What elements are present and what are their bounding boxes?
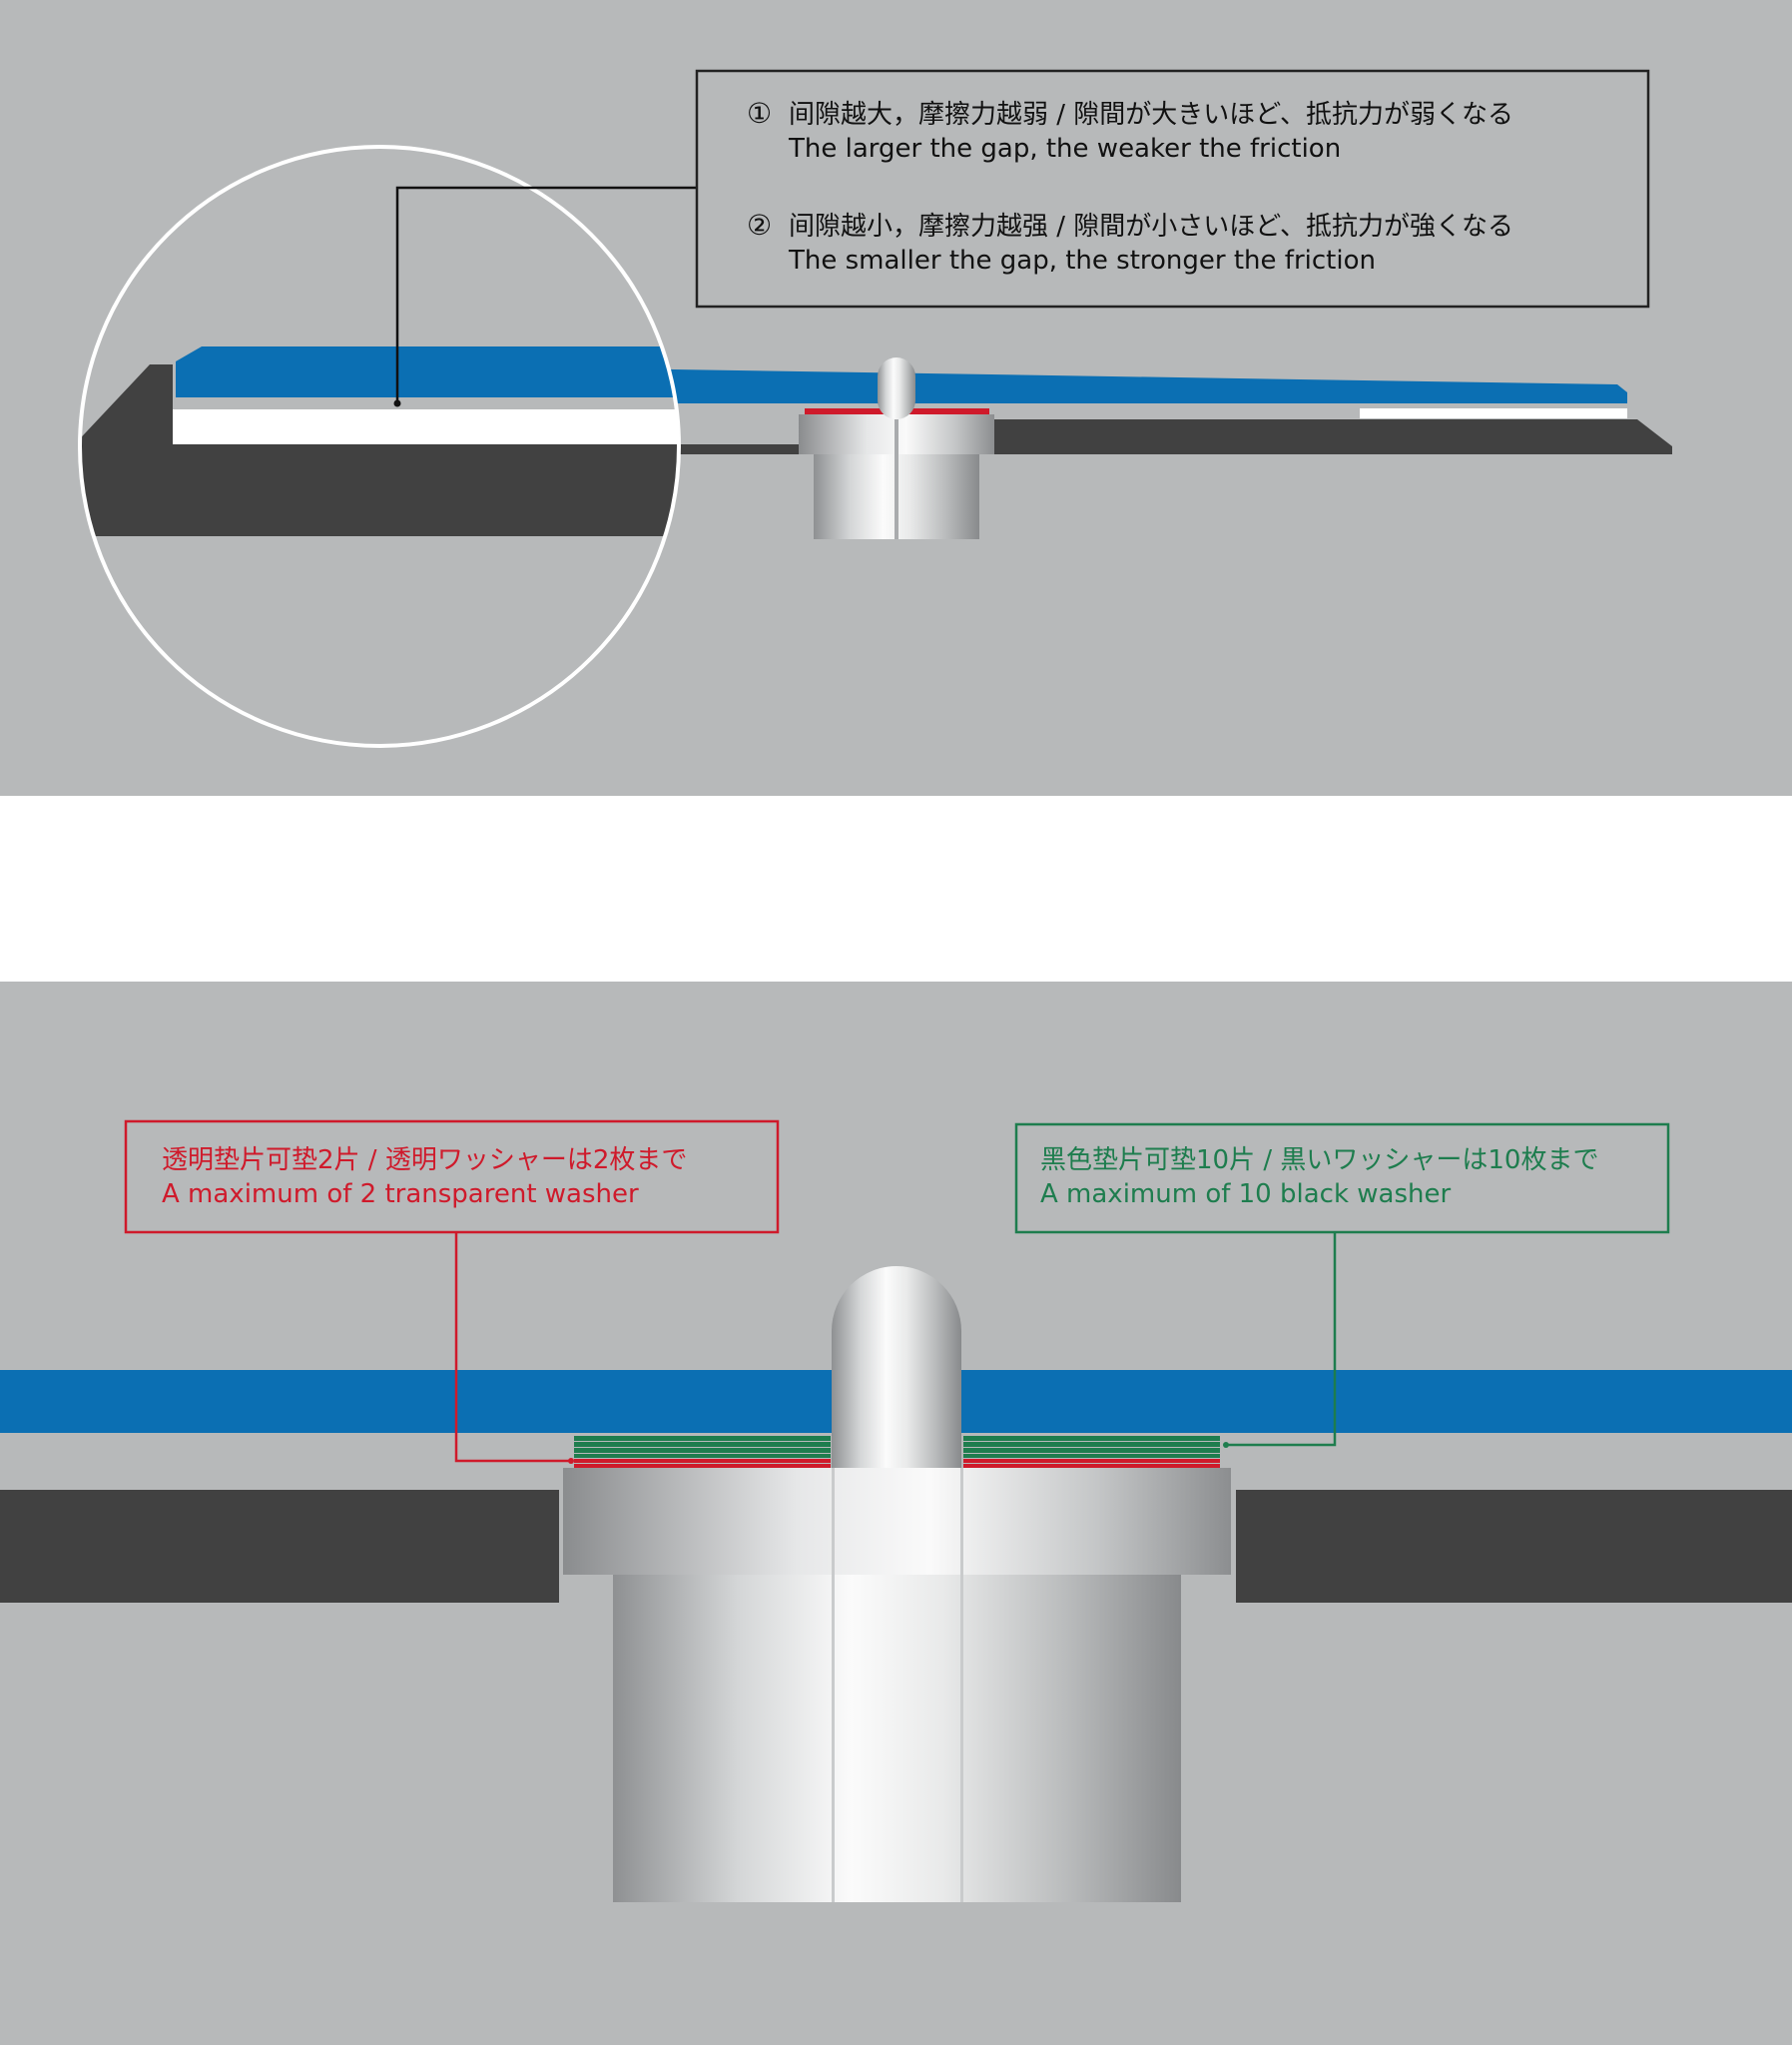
bottom-base-plate-left [0, 1490, 559, 1603]
black-washer-leader-dot [1223, 1442, 1229, 1448]
zoom-circle [78, 145, 681, 748]
bottom-mouse-pad-right [958, 1370, 1792, 1433]
top-shaft-assembly [799, 357, 994, 539]
callout-item2-marker: ② [747, 209, 772, 242]
transparent-washer-callout-box [124, 1119, 780, 1234]
washer-stack-right [963, 1436, 1220, 1468]
zoom-gap-white [173, 409, 679, 444]
transparent-washer-leader-dot [568, 1458, 574, 1464]
callout-item1-cn-jp: 间隙越大，摩擦力越弱 / 隙間が大きいほど、抵抗力が弱くなる [789, 100, 1513, 130]
right-transparent-washer [963, 1459, 1220, 1463]
top-shaft-groove [895, 419, 898, 539]
bottom-shaft-groove-right [960, 1468, 963, 1902]
black-washer-label-en: A maximum of 10 black washer [1040, 1179, 1451, 1209]
zoom-base-plate [80, 364, 679, 536]
bottom-shaft-groove-left [832, 1468, 835, 1902]
washer-stack-left [574, 1436, 831, 1468]
callout-item2-en: The smaller the gap, the stronger the fr… [788, 246, 1376, 276]
bottom-shaft-pin [832, 1266, 961, 1468]
bottom-shaft-flange [563, 1468, 1231, 1575]
black-washer-callout: 黑色垫片可垫10片 / 黒いワッシャーは10枚まで A maximum of 1… [1014, 1122, 1670, 1448]
top-shaft-pin [878, 357, 915, 419]
transparent-washer-label-cn-jp: 透明垫片可垫2片 / 透明ワッシャーは2枚まで [162, 1145, 687, 1175]
top-base-plate [160, 361, 1672, 454]
bottom-mouse-pad-left [0, 1370, 834, 1433]
left-transparent-washer [574, 1459, 831, 1463]
top-leader-dot [393, 399, 401, 407]
transparent-washer-label-en: A maximum of 2 transparent washer [162, 1179, 639, 1209]
black-washer-callout-box [1014, 1122, 1670, 1234]
bottom-shaft-assembly [563, 1266, 1231, 1902]
black-washer-leader [1226, 1232, 1337, 1447]
callout-item1-marker: ① [747, 97, 772, 130]
top-leader-line [395, 186, 697, 403]
callout-item2-cn-jp: 间隙越小，摩擦力越强 / 隙間が小さいほど、抵抗力が強くなる [789, 212, 1513, 242]
top-gap-strip [1360, 408, 1627, 418]
black-washer-label-cn-jp: 黑色垫片可垫10片 / 黒いワッシャーは10枚まで [1040, 1145, 1598, 1175]
bottom-shaft-body [613, 1568, 1181, 1902]
bottom-base-plate-right [1236, 1490, 1792, 1603]
zoom-circle-outline [78, 145, 681, 748]
top-callout-box [695, 69, 1650, 309]
transparent-washer-callout: 透明垫片可垫2片 / 透明ワッシャーは2枚まで A maximum of 2 t… [124, 1119, 780, 1464]
top-callout: ① 间隙越大，摩擦力越弱 / 隙間が大きいほど、抵抗力が弱くなる The lar… [695, 69, 1650, 309]
callout-item1-en: The larger the gap, the weaker the frict… [788, 134, 1341, 164]
zoom-mouse-pad [176, 346, 679, 397]
transparent-washer-leader [454, 1232, 571, 1463]
